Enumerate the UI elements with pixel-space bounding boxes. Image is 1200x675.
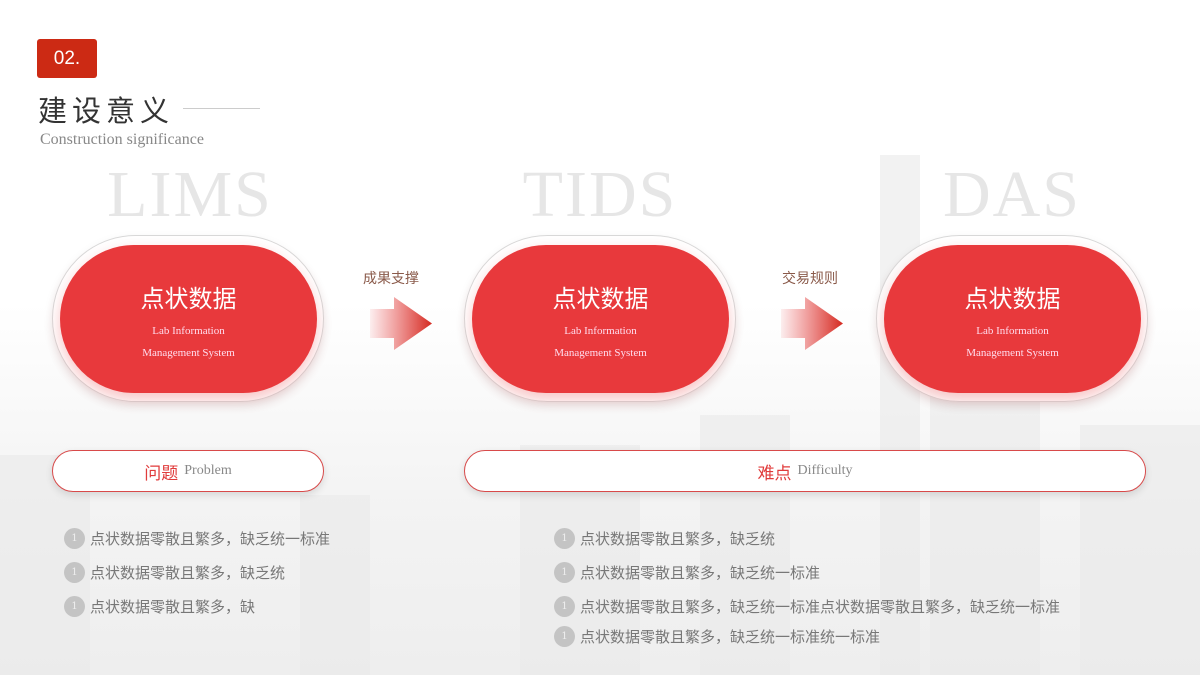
number-badge: 1 (554, 528, 575, 549)
page-title: 建设意义 (38, 94, 175, 128)
number-badge: 1 (554, 596, 575, 617)
arrow-right-icon (781, 297, 843, 350)
list-item: 1 点状数据零散且繁多，缺乏统一标准统一标准 (554, 626, 880, 647)
stage-subtitle: Management System (554, 347, 647, 359)
number-badge: 1 (64, 528, 85, 549)
problem-header: 问题 Problem (52, 450, 324, 492)
number-badge: 1 (64, 596, 85, 617)
number-badge: 1 (554, 562, 575, 583)
difficulty-label: 难点 (757, 463, 792, 484)
stage-title: 点状数据 (140, 285, 237, 313)
stage-subtitle: Lab Information (564, 325, 637, 337)
problem-label: 问题 (144, 463, 179, 484)
stage-subtitle: Lab Information (976, 325, 1049, 337)
difficulty-label-en: Difficulty (797, 463, 853, 478)
problem-label-en: Problem (184, 463, 232, 478)
page-subtitle: Construction significance (40, 131, 204, 148)
stage-title: 点状数据 (964, 285, 1061, 313)
stage-subtitle: Management System (142, 347, 235, 359)
number-badge: 1 (64, 562, 85, 583)
list-text: 点状数据零散且繁多，缺乏统一标准统一标准 (580, 628, 881, 646)
arrow-label-2: 交易规则 (782, 271, 838, 287)
list-item: 1 点状数据零散且繁多，缺 (64, 596, 255, 617)
list-text: 点状数据零散且繁多，缺 (90, 598, 256, 616)
section-number: 02. (37, 39, 97, 78)
arrow-label-1: 成果支撑 (363, 271, 419, 287)
list-text: 点状数据零散且繁多，缺乏统一标准点状数据零散且繁多，缺乏统一标准 (580, 598, 1061, 616)
list-item: 1 点状数据零散且繁多，缺乏统一标准 (64, 528, 330, 549)
arrow-right-icon (370, 297, 432, 350)
title-divider (183, 108, 260, 109)
list-item: 1 点状数据零散且繁多，缺乏统一标准点状数据零散且繁多，缺乏统一标准 (554, 596, 1060, 617)
list-text: 点状数据零散且繁多，缺乏统 (580, 530, 776, 548)
list-text: 点状数据零散且繁多，缺乏统一标准 (90, 530, 331, 548)
list-item: 1 点状数据零散且繁多，缺乏统 (554, 528, 775, 549)
stage-title: 点状数据 (552, 285, 649, 313)
list-item: 1 点状数据零散且繁多，缺乏统 (64, 562, 285, 583)
stage-subtitle: Management System (966, 347, 1059, 359)
stage-subtitle: Lab Information (152, 325, 225, 337)
watermark-tids: TIDS (522, 158, 678, 231)
watermark-das: DAS (942, 158, 1082, 231)
number-badge: 1 (554, 626, 575, 647)
difficulty-header: 难点 Difficulty (464, 450, 1146, 492)
watermark-lims: LIMS (107, 158, 273, 231)
list-text: 点状数据零散且繁多，缺乏统 (90, 564, 286, 582)
list-text: 点状数据零散且繁多，缺乏统一标准 (580, 564, 821, 582)
list-item: 1 点状数据零散且繁多，缺乏统一标准 (554, 562, 820, 583)
